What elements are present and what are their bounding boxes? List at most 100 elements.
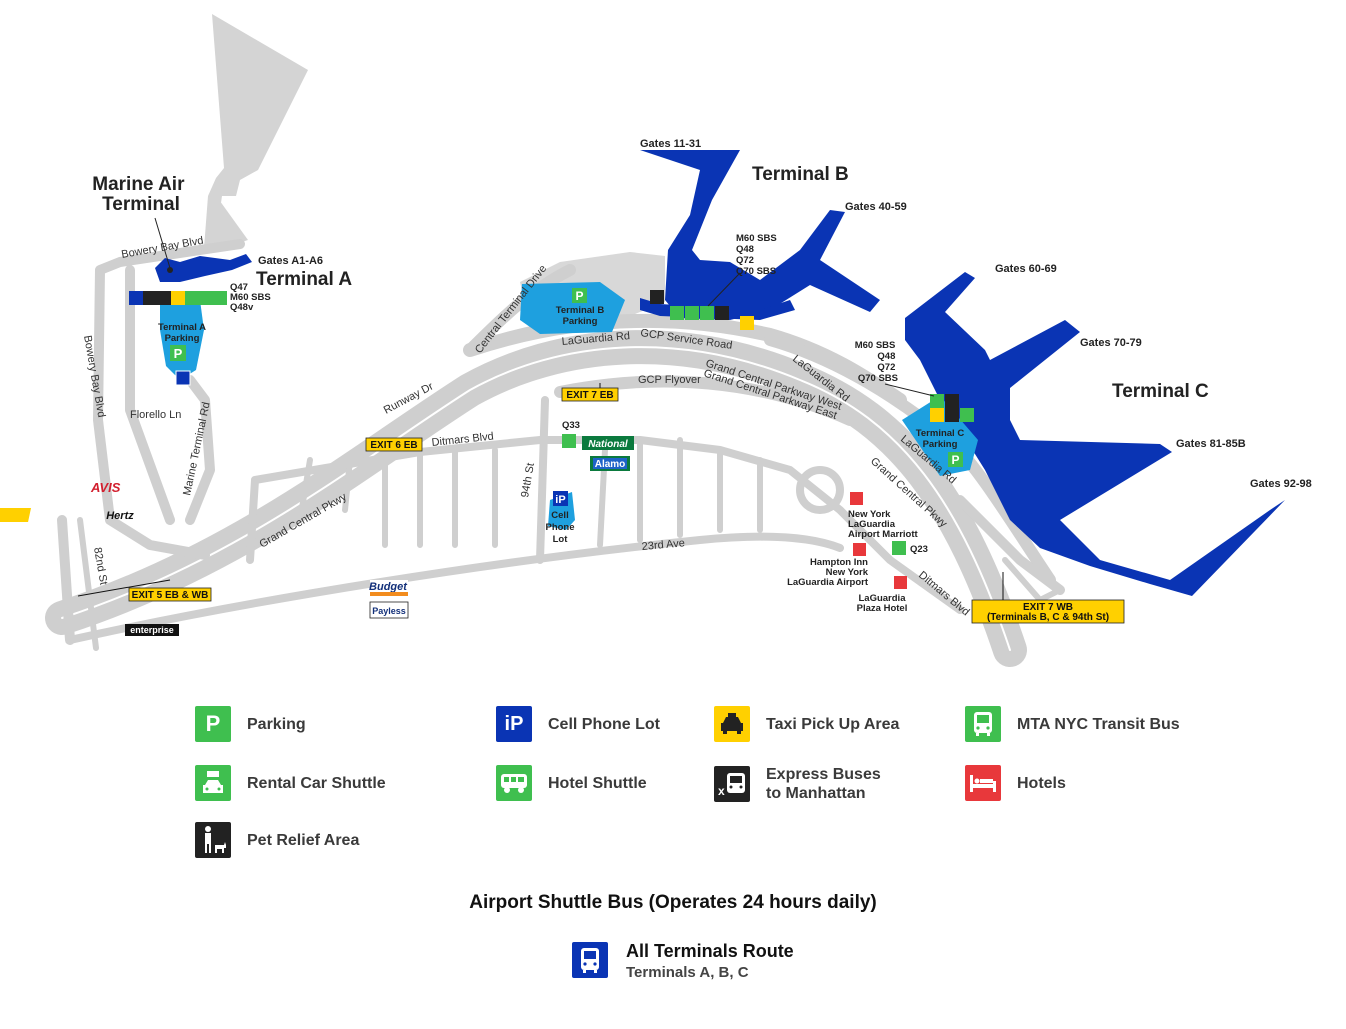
gates-11-31-label: Gates 11-31 [640, 138, 701, 150]
hotel-shuttle-icon [496, 765, 532, 801]
legend-cell-phone-lot: iP Cell Phone Lot [496, 706, 660, 742]
gates-70-79-label: Gates 70-79 [1080, 337, 1142, 349]
legend-pet-relief: Pet Relief Area [195, 822, 359, 858]
legend-hotel-shuttle: Hotel Shuttle [496, 765, 647, 801]
legend-express-bus-label: Express Buses to Manhattan [766, 765, 881, 803]
terminal-b-bus-routes: M60 SBS Q48 Q72 Q70 SBS [736, 233, 779, 277]
street-94th-st: 94th St [519, 462, 537, 498]
taxi-icon [714, 706, 750, 742]
exit-7eb-sign: EXIT 7 EB [561, 383, 619, 402]
legend-parking-label: Parking [247, 715, 306, 733]
terminal-c-label: Terminal C [1112, 381, 1209, 402]
street-23rd-ave: 23rd Ave [641, 537, 685, 553]
street-ditmars-blvd-2: Ditmars Blvd [916, 569, 971, 618]
rental-car-shuttle-icon [195, 765, 231, 801]
legend-taxi: Taxi Pick Up Area [714, 706, 899, 742]
legend-parking: P Parking [195, 706, 306, 742]
legend-express-bus: x Express Buses to Manhattan [714, 765, 881, 803]
budget-logo: Budget [369, 580, 408, 598]
terminal-b-bus-pointer [707, 272, 741, 307]
shuttle-bus-icon [572, 942, 608, 978]
express-bus-line1: Express Buses [766, 766, 881, 783]
street-laguardia-rd-b: LaGuardia Rd [561, 330, 630, 348]
hotel-bed-icon [965, 765, 1001, 801]
svg-text:P: P [174, 346, 183, 361]
parking-icon: P [195, 706, 231, 742]
terminal-b-label: Terminal B [752, 164, 849, 185]
terminal-c-icon-strip [930, 394, 974, 422]
legend-taxi-label: Taxi Pick Up Area [766, 715, 900, 733]
express-bus-icon: x [714, 766, 750, 802]
svg-text:Budget: Budget [369, 581, 408, 593]
legend-rental-shuttle-label: Rental Car Shuttle [247, 774, 386, 792]
svg-text:Hertz: Hertz [106, 510, 134, 522]
svg-text:Q23: Q23 [910, 544, 928, 555]
terminal-b-icon-strip [650, 290, 754, 330]
marine-air-dot [167, 267, 173, 273]
gates-a-label: Gates A1-A6 [258, 255, 323, 267]
all-terminals-route: All Terminals Route Terminals A, B, C [572, 942, 794, 981]
terminal-c-building [905, 272, 1285, 596]
legend-hotels-label: Hotels [1017, 774, 1066, 792]
airport-map: Marine Air Terminal Terminal A Gates A1-… [0, 14, 1312, 667]
exit-6-sign: EXIT 6 EB [365, 437, 423, 452]
national-logo: National [582, 436, 634, 450]
svg-text:P: P [951, 453, 959, 467]
q23-stop: Q23 [892, 541, 928, 555]
shuttle-title: Airport Shuttle Bus (Operates 24 hours d… [469, 892, 877, 913]
svg-text:EXIT 7 WB(Terminals B, C & 94t: EXIT 7 WB(Terminals B, C & 94th St) [987, 602, 1109, 623]
cell-phone-lot-icon: iP [496, 706, 532, 742]
gates-92-98-label: Gates 92-98 [1250, 478, 1312, 490]
gates-40-59-label: Gates 40-59 [845, 201, 907, 213]
route-name: All Terminals Route [626, 941, 794, 961]
legend-pet-relief-label: Pet Relief Area [247, 831, 360, 849]
avis-logo: AVIS [90, 480, 121, 495]
payless-logo: Payless [369, 601, 409, 619]
runway-stem [204, 190, 248, 246]
svg-text:National: National [588, 439, 628, 450]
terminal-a-building [155, 254, 252, 282]
road-network [45, 239, 1065, 667]
legend-hotel-shuttle-label: Hotel Shuttle [548, 774, 647, 792]
exit-5-sign: EXIT 5 EB & WB [77, 579, 212, 602]
svg-text:P: P [575, 289, 583, 303]
mta-bus-icon [965, 706, 1001, 742]
street-82nd-st: 82nd St [91, 546, 109, 585]
legend-rental-shuttle: Rental Car Shuttle [195, 765, 386, 801]
runway-area [204, 14, 308, 250]
svg-text:EXIT 7 EB: EXIT 7 EB [566, 390, 613, 401]
exit-7wb-sign: EXIT 7 WB(Terminals B, C & 94th St) [971, 572, 1125, 624]
svg-text:x: x [718, 784, 725, 797]
street-florello-ln: Florello Ln [130, 409, 181, 421]
gates-81-85b-label: Gates 81-85B [1176, 438, 1246, 450]
legend-hotels: Hotels [965, 765, 1066, 801]
svg-text:EXIT 5 EB & WB: EXIT 5 EB & WB [132, 590, 209, 601]
terminal-a-label: Terminal A [256, 269, 352, 290]
express-bus-line2: to Manhattan [766, 785, 866, 802]
route-stops: Terminals A, B, C [626, 964, 749, 981]
legend-cell-phone-lot-label: Cell Phone Lot [548, 715, 660, 733]
terminal-a-icon-strip [129, 291, 227, 305]
enterprise-logo: enterprise [125, 624, 179, 636]
svg-text:Alamo: Alamo [595, 459, 626, 470]
legend-mta-bus-label: MTA NYC Transit Bus [1017, 715, 1180, 733]
marine-air-pointer [154, 217, 171, 269]
marine-air-terminal-label: Marine Air Terminal [92, 174, 190, 215]
alamo-logo: Alamo [590, 456, 630, 471]
svg-text:Payless: Payless [372, 606, 406, 616]
q33-stop: Q33 [562, 420, 580, 448]
terminal-c-bus-pointer [884, 383, 935, 397]
